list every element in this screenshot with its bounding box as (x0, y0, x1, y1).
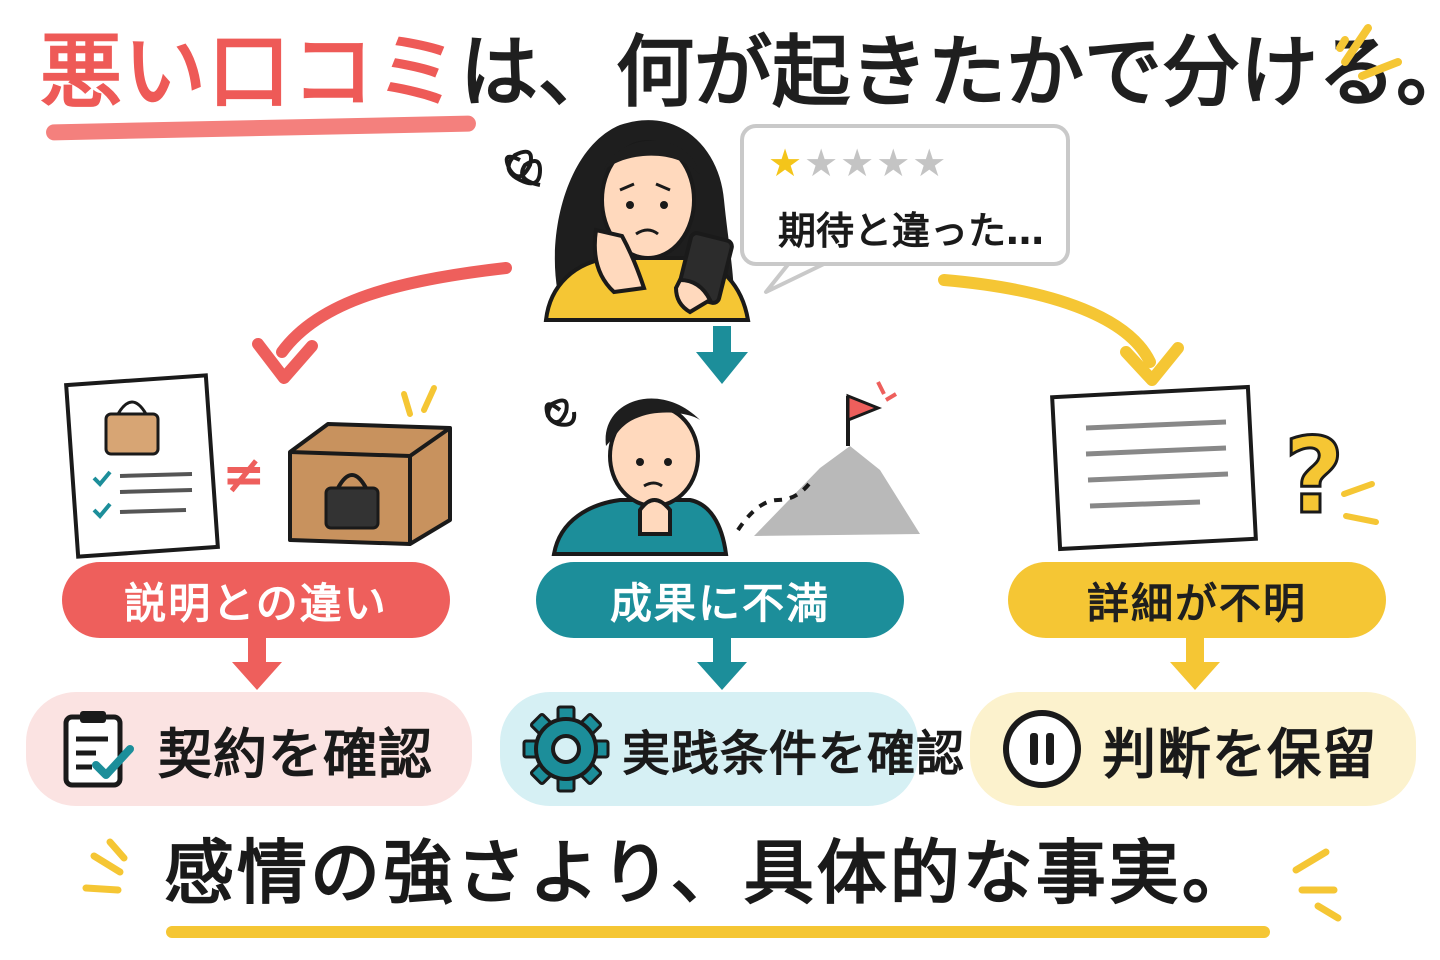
action-card-check-contract: 契約を確認 (26, 692, 472, 806)
svg-text:?: ? (1284, 415, 1344, 537)
star-filled-icon: ★ (768, 141, 805, 185)
sparkle-left-icon (82, 838, 128, 894)
review-bubble: ★★★★★ 期待と違った… (740, 124, 1070, 266)
conclusion-underline (166, 926, 1270, 938)
action-label: 実践条件を確認 (622, 726, 966, 782)
title-rest: は、何が起きたかで分ける。 (460, 28, 1440, 118)
worried-woman-icon (504, 120, 751, 322)
svg-text:≠: ≠ (222, 445, 266, 505)
branch-label-unsatisfied-result: 成果に不満 (536, 562, 904, 638)
arrow-right (938, 274, 1184, 386)
star-empty-icon: ★★★★ (804, 141, 949, 185)
title: 悪い口コミ は、何が起きたかで分ける。 (40, 18, 1440, 128)
action-card-check-conditions: 実践条件を確認 (500, 692, 964, 806)
document-question-icon: ? (1050, 384, 1379, 552)
clipboard-check-icon (63, 711, 134, 788)
review-text: 期待と違った… (778, 209, 1045, 253)
gear-icon (522, 705, 610, 793)
action-label: 判断を保留 (1102, 722, 1377, 786)
star-rating: ★★★★★ (768, 144, 948, 182)
arrow-center (696, 326, 748, 384)
arrow-down-yellow (1170, 638, 1220, 690)
description-vs-box-icon: ≠ (64, 373, 452, 559)
bubble-tail (764, 260, 829, 294)
title-highlight: 悪い口コミ (40, 25, 461, 120)
arrow-left (252, 262, 512, 384)
action-label: 契約を確認 (158, 722, 433, 786)
arrow-down-red (232, 638, 282, 690)
arrow-down-teal (697, 638, 747, 690)
branch-label-description-mismatch: 説明との違い (62, 562, 450, 638)
worried-man-mountain-icon (544, 381, 920, 556)
pause-icon (1003, 710, 1081, 788)
conclusion-text: 感情の強さより、具体的な事実。 (164, 832, 1255, 914)
sparkle-icon (1336, 24, 1402, 80)
sparkle-right-icon (1292, 848, 1342, 922)
action-card-hold-judgement: 判断を保留 (970, 692, 1416, 806)
branch-label-unclear-details: 詳細が不明 (1008, 562, 1386, 638)
